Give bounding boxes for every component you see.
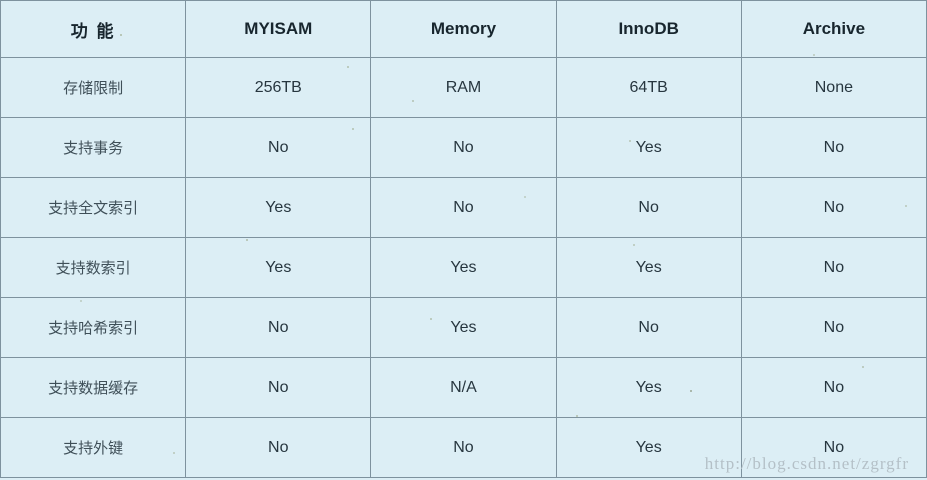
cell-value: Yes	[555, 417, 742, 478]
cell-value: Yes	[555, 117, 742, 178]
table-header: 功 能 MYISAM Memory InnoDB Archive	[0, 0, 927, 58]
feature-label: 存储限制	[0, 57, 187, 118]
cell-value: No	[185, 357, 372, 418]
table-row: 支持外键 No No Yes No	[0, 417, 927, 478]
feature-label: 支持数索引	[0, 237, 187, 298]
cell-value: Yes	[185, 177, 372, 238]
table-row: 支持全文索引 Yes No No No	[0, 177, 927, 238]
table-row: 支持哈希索引 No Yes No No	[0, 297, 927, 358]
feature-label: 支持外键	[0, 417, 187, 478]
cell-value: No	[740, 117, 927, 178]
table-row: 支持数索引 Yes Yes Yes No	[0, 237, 927, 298]
header-row: 功 能 MYISAM Memory InnoDB Archive	[0, 0, 927, 58]
column-header-memory: Memory	[370, 0, 557, 58]
cell-value: No	[370, 117, 557, 178]
cell-value: Yes	[555, 357, 742, 418]
cell-value: No	[555, 177, 742, 238]
cell-value: No	[185, 117, 372, 178]
cell-value: No	[555, 297, 742, 358]
cell-value: No	[185, 297, 372, 358]
table-row: 支持数据缓存 No N/A Yes No	[0, 357, 927, 418]
cell-value: 256TB	[185, 57, 372, 118]
feature-label: 支持哈希索引	[0, 297, 187, 358]
feature-label: 支持全文索引	[0, 177, 187, 238]
cell-value: No	[370, 177, 557, 238]
cell-value: No	[185, 417, 372, 478]
column-header-innodb: InnoDB	[555, 0, 742, 58]
cell-value: No	[740, 237, 927, 298]
cell-value: No	[740, 297, 927, 358]
cell-value: RAM	[370, 57, 557, 118]
cell-value: Yes	[185, 237, 372, 298]
cell-value: Yes	[370, 297, 557, 358]
cell-value: No	[370, 417, 557, 478]
feature-label: 支持数据缓存	[0, 357, 187, 418]
cell-value: Yes	[370, 237, 557, 298]
cell-value: Yes	[555, 237, 742, 298]
column-header-archive: Archive	[740, 0, 927, 58]
feature-label: 支持事务	[0, 117, 187, 178]
cell-value: No	[740, 417, 927, 478]
table-row: 存储限制 256TB RAM 64TB None	[0, 57, 927, 118]
cell-value: No	[740, 357, 927, 418]
column-header-feature: 功 能	[0, 0, 187, 58]
table-body: 存储限制 256TB RAM 64TB None 支持事务 No No Yes …	[0, 57, 927, 478]
cell-value: N/A	[370, 357, 557, 418]
cell-value: None	[740, 57, 927, 118]
table-row: 支持事务 No No Yes No	[0, 117, 927, 178]
cell-value: No	[740, 177, 927, 238]
column-header-myisam: MYISAM	[185, 0, 372, 58]
cell-value: 64TB	[555, 57, 742, 118]
